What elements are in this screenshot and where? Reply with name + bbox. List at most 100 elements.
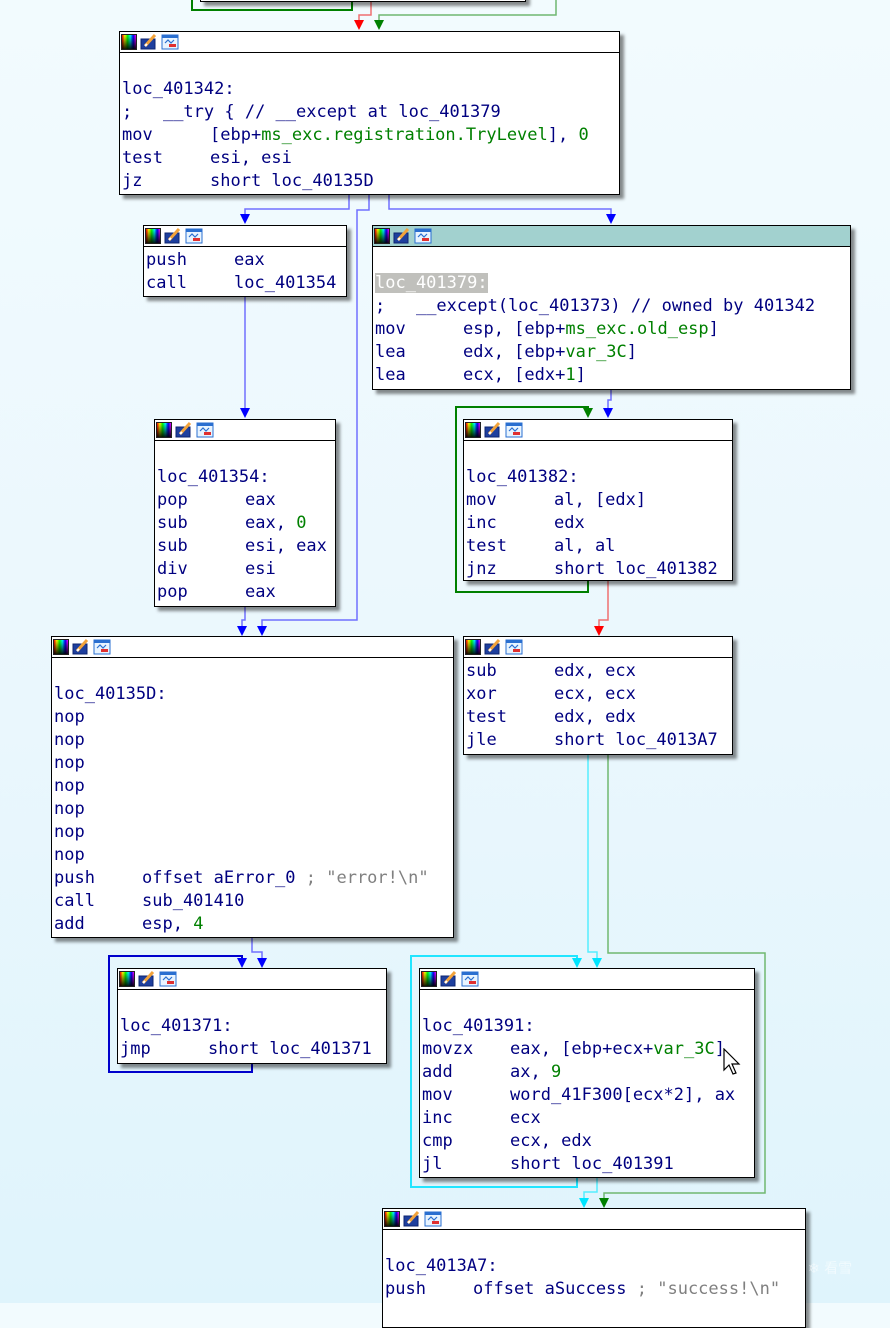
graph-view-icon[interactable]: [414, 228, 432, 244]
color-palette-icon[interactable]: [119, 971, 135, 987]
mnemonic: mov: [122, 125, 153, 145]
edge-sub-4013A7: [603, 754, 766, 1200]
color-palette-icon[interactable]: [465, 639, 481, 655]
edit-pencil-icon[interactable]: [140, 33, 158, 50]
graph-view-icon[interactable]: [159, 971, 177, 987]
color-palette-icon[interactable]: [53, 639, 69, 655]
graph-view-icon[interactable]: [505, 639, 523, 655]
instruction-line[interactable]: nop: [54, 775, 453, 798]
graph-view-icon[interactable]: [185, 228, 203, 244]
operand: edx, ecx: [554, 661, 636, 681]
edit-pencil-icon[interactable]: [393, 227, 411, 244]
graph-view-icon[interactable]: [424, 1211, 442, 1227]
node-loc-401379[interactable]: loc_401379:; __except(loc_401373) // own…: [372, 225, 851, 390]
code-label[interactable]: loc_4013A7:: [385, 1256, 498, 1276]
code-label[interactable]: loc_401354:: [157, 467, 270, 487]
instruction-line[interactable]: nop: [54, 844, 453, 867]
graph-view-icon[interactable]: [93, 639, 111, 655]
graph-view-icon[interactable]: [196, 422, 214, 438]
code-label[interactable]: loc_401391:: [422, 1016, 535, 1036]
edit-pencil-icon[interactable]: [72, 638, 90, 655]
edit-pencil-icon[interactable]: [138, 970, 156, 987]
code-label[interactable]: loc_40135D:: [54, 684, 167, 704]
edit-pencil-icon[interactable]: [164, 227, 182, 244]
node-loc-401342[interactable]: loc_401342:; __try { // __except at loc_…: [119, 31, 620, 195]
graph-view-icon[interactable]: [461, 971, 479, 987]
graph-node-partial-top[interactable]: [200, 0, 526, 2]
instruction-line[interactable]: nop: [54, 729, 453, 752]
color-palette-icon[interactable]: [374, 228, 390, 244]
edge-arrow: [592, 958, 602, 968]
edit-pencil-icon[interactable]: [175, 421, 193, 438]
operand: [ebp+: [210, 125, 262, 145]
color-palette-icon[interactable]: [421, 971, 437, 987]
mnemonic: nop: [54, 730, 85, 750]
instruction-line[interactable]: nop: [54, 798, 453, 821]
edit-pencil-icon[interactable]: [440, 970, 458, 987]
string-comment: ; "success!\n": [636, 1279, 781, 1299]
edit-pencil-icon[interactable]: [484, 638, 502, 655]
instruction-line[interactable]: ; __except(loc_401373) // owned by 40134…: [375, 295, 850, 318]
color-palette-icon[interactable]: [384, 1211, 400, 1227]
comment-marker: ;: [122, 102, 133, 122]
edit-pencil-icon[interactable]: [484, 421, 502, 438]
instruction-line[interactable]: nop: [54, 706, 453, 729]
color-palette-icon[interactable]: [156, 422, 172, 438]
edit-pencil-icon[interactable]: [403, 1210, 421, 1227]
color-palette-icon[interactable]: [145, 228, 161, 244]
operand: ecx: [510, 1108, 541, 1128]
instruction-line[interactable]: ; __try { // __except at loc_401379: [122, 101, 619, 124]
graph-view-icon[interactable]: [161, 34, 179, 50]
instruction-line[interactable]: nop: [54, 752, 453, 775]
color-palette-icon[interactable]: [121, 34, 137, 50]
code-label[interactable]: loc_401371:: [120, 1016, 233, 1036]
instruction-line[interactable]: mov[ebp+ms_exc.registration.TryLevel], 0: [122, 124, 619, 147]
graph-view-icon[interactable]: [505, 422, 523, 438]
instruction-line[interactable]: nop: [54, 821, 453, 844]
operand: sub_401410: [142, 891, 245, 911]
color-palette-icon[interactable]: [465, 422, 481, 438]
code-label[interactable]: loc_401382:: [466, 467, 579, 487]
code-label[interactable]: loc_401342:: [122, 79, 235, 99]
code-label[interactable]: loc_401379:: [375, 273, 488, 293]
